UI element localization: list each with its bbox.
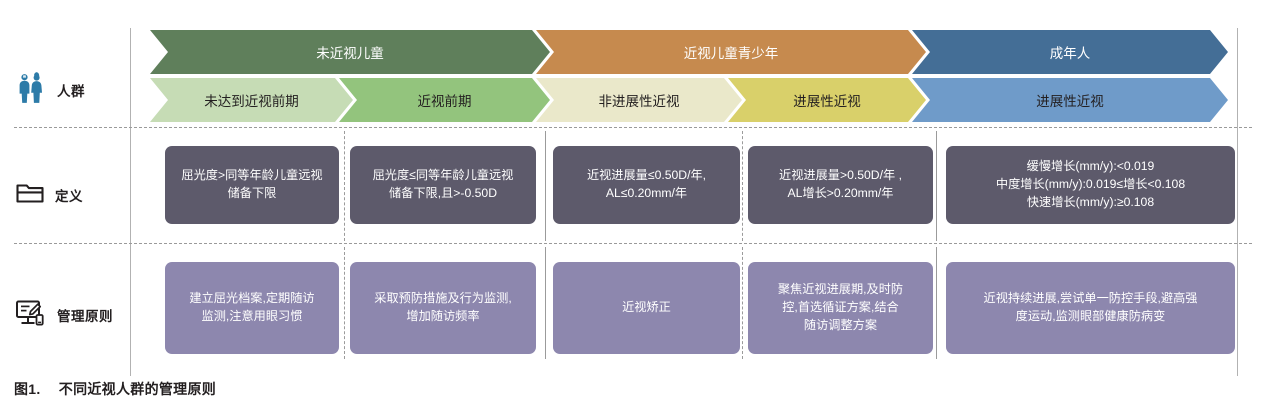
definition-text: 屈光度>同等年龄儿童远视 储备下限 xyxy=(181,168,323,200)
two-people-icon xyxy=(14,71,48,110)
figure-number: 图1. xyxy=(14,381,41,397)
left-rail-line xyxy=(130,28,131,376)
management-text: 聚焦近视进展期,及时防 控,首选循证方案,结合 随访调整方案 xyxy=(777,282,904,332)
column-divider-solid-3 xyxy=(936,247,937,359)
group-chevron-strip: 未近视儿童 近视儿童青少年 成年人 xyxy=(150,30,1228,74)
column-divider-solid-0 xyxy=(545,131,546,241)
column-divider-solid-2 xyxy=(545,247,546,359)
column-divider-dashed-0 xyxy=(344,131,345,241)
group-chevron-2[interactable]: 成年人 xyxy=(912,30,1228,74)
column-divider-solid-1 xyxy=(936,131,937,241)
row-label-definition: 定义 xyxy=(14,175,130,215)
group-label: 未近视儿童 xyxy=(316,46,384,61)
stage-chevron-2[interactable]: 非进展性近视 xyxy=(536,78,742,122)
stage-label: 进展性近视 xyxy=(1036,94,1104,109)
management-card-2[interactable]: 近视矫正 xyxy=(553,262,740,354)
management-row: 建立屈光档案,定期随访 监测,注意用眼习惯 采取预防措施及行为监测, 增加随访频… xyxy=(150,262,1235,354)
definition-card-3[interactable]: 近视进展量>0.50D/年 , AL增长>0.20mm/年 xyxy=(748,146,933,224)
stage-chevron-strip: 未达到近视前期 近视前期 非进展性近视 进展性近视 进展性近视 xyxy=(150,78,1228,122)
management-text: 近视持续进展,尝试单一防控手段,避高强 度运动,监测眼部健康防病变 xyxy=(983,291,1198,323)
figure-caption-text: 不同近视人群的管理原则 xyxy=(58,381,217,397)
stage-chevron-1[interactable]: 近视前期 xyxy=(339,78,550,122)
column-divider-dashed-3 xyxy=(742,247,743,359)
row-label-text: 人群 xyxy=(57,84,85,99)
row-divider-2 xyxy=(14,243,1252,244)
management-card-1[interactable]: 采取预防措施及行为监测, 增加随访频率 xyxy=(350,262,536,354)
definition-text: 近视进展量>0.50D/年 , AL增长>0.20mm/年 xyxy=(779,168,902,200)
column-divider-dashed-2 xyxy=(344,247,345,359)
row-label-text: 管理原则 xyxy=(57,309,113,324)
stage-label: 非进展性近视 xyxy=(598,94,680,109)
definition-card-4[interactable]: 缓慢增长(mm/y):<0.019 中度增长(mm/y):0.019≤增长<0.… xyxy=(946,146,1235,224)
monitor-pen-icon xyxy=(14,296,48,335)
group-label: 近视儿童青少年 xyxy=(683,46,779,61)
definition-card-0[interactable]: 屈光度>同等年龄儿童远视 储备下限 xyxy=(165,146,339,224)
definition-text: 近视进展量≤0.50D/年, AL≤0.20mm/年 xyxy=(586,168,707,200)
definition-row: 屈光度>同等年龄儿童远视 储备下限 屈光度≤同等年龄儿童远视 储备下限,且>-0… xyxy=(150,146,1235,224)
management-card-0[interactable]: 建立屈光档案,定期随访 监测,注意用眼习惯 xyxy=(165,262,339,354)
column-divider-dashed-1 xyxy=(742,131,743,241)
row-label-text: 定义 xyxy=(55,189,83,204)
folder-icon xyxy=(14,177,46,214)
stage-label: 进展性近视 xyxy=(793,94,861,109)
stage-chevron-3[interactable]: 进展性近视 xyxy=(728,78,926,122)
group-label: 成年人 xyxy=(1049,46,1091,61)
stage-label: 未达到近视前期 xyxy=(204,94,299,109)
stage-label: 近视前期 xyxy=(417,94,472,109)
management-text: 采取预防措施及行为监测, 增加随访频率 xyxy=(374,291,512,323)
definition-text: 屈光度≤同等年龄儿童远视 储备下限,且>-0.50D xyxy=(372,168,514,200)
right-rail-line xyxy=(1237,28,1238,376)
row-label-population: 人群 xyxy=(14,70,130,110)
definition-card-2[interactable]: 近视进展量≤0.50D/年, AL≤0.20mm/年 xyxy=(553,146,740,224)
stage-chevron-4[interactable]: 进展性近视 xyxy=(912,78,1228,122)
management-text: 建立屈光档案,定期随访 监测,注意用眼习惯 xyxy=(189,291,315,323)
stage-chevron-0[interactable]: 未达到近视前期 xyxy=(150,78,353,122)
management-card-3[interactable]: 聚焦近视进展期,及时防 控,首选循证方案,结合 随访调整方案 xyxy=(748,262,933,354)
row-label-management: 管理原则 xyxy=(14,294,130,336)
management-card-4[interactable]: 近视持续进展,尝试单一防控手段,避高强 度运动,监测眼部健康防病变 xyxy=(946,262,1235,354)
group-chevron-0[interactable]: 未近视儿童 xyxy=(150,30,550,74)
definition-text: 缓慢增长(mm/y):<0.019 中度增长(mm/y):0.019≤增长<0.… xyxy=(995,159,1186,209)
management-text: 近视矫正 xyxy=(622,300,671,315)
definition-card-1[interactable]: 屈光度≤同等年龄儿童远视 储备下限,且>-0.50D xyxy=(350,146,536,224)
group-chevron-1[interactable]: 近视儿童青少年 xyxy=(536,30,926,74)
figure-caption: 图1. 不同近视人群的管理原则 xyxy=(14,379,216,399)
row-divider-1 xyxy=(14,127,1252,128)
